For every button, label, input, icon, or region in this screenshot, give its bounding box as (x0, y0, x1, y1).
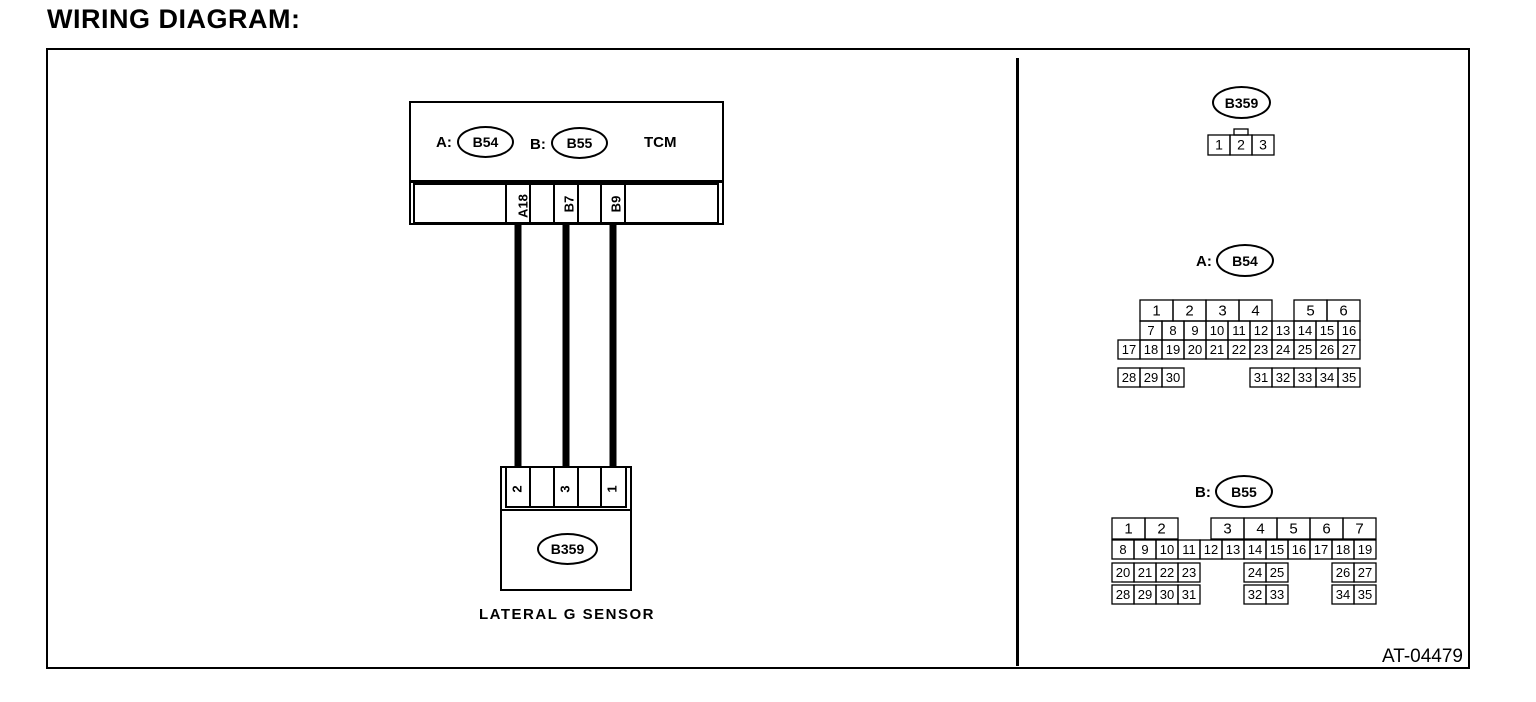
sensor-name: LATERAL G SENSOR (479, 606, 655, 623)
b55-view-badge: B55 (1215, 475, 1273, 508)
tcm-connector-a-prefix: A: (436, 134, 452, 151)
b54-view-badge: B54 (1216, 244, 1274, 277)
tcm-connector-b-badge: B55 (551, 127, 608, 159)
diagram-code: AT-04479 (1382, 646, 1463, 667)
page-title: WIRING DIAGRAM: (47, 4, 301, 34)
b54-view-prefix: A: (1196, 253, 1212, 270)
panel-divider (1016, 58, 1019, 666)
tcm-connector-a-badge: B54 (457, 126, 514, 158)
b55-view-prefix: B: (1195, 484, 1211, 501)
b359-view-badge: B359 (1212, 86, 1271, 119)
sensor-connector-badge: B359 (537, 533, 598, 565)
tcm-connector-b-prefix: B: (530, 136, 546, 153)
tcm-block (409, 101, 724, 225)
tcm-header-separator (411, 181, 722, 183)
tcm-name: TCM (644, 134, 677, 151)
diagram-frame (46, 48, 1470, 669)
